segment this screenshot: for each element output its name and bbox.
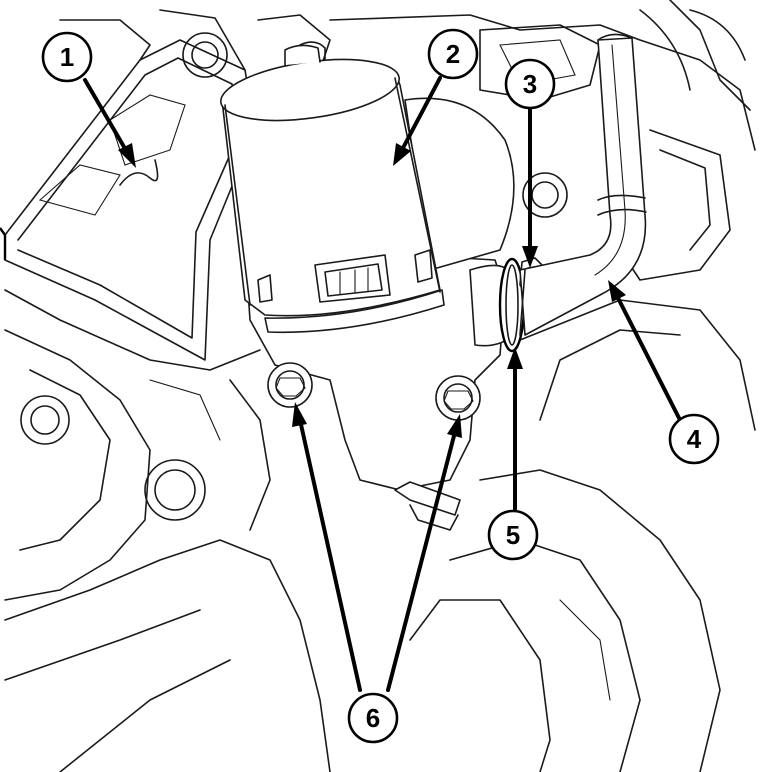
pump-assembly xyxy=(119,33,647,531)
callout-4-label: 4 xyxy=(687,424,702,454)
callout-2: 2 xyxy=(427,28,479,80)
leader-line-6a xyxy=(298,418,362,692)
callout-6: 6 xyxy=(347,692,399,744)
leader-line-1 xyxy=(83,78,129,154)
leader-line-2 xyxy=(401,76,442,150)
callout-4: 4 xyxy=(668,413,720,465)
callout-leaders xyxy=(83,76,682,692)
arrowhead-1 xyxy=(118,143,136,168)
callout-5: 5 xyxy=(487,509,539,561)
leader-line-6b xyxy=(386,430,457,692)
callout-5-label: 5 xyxy=(506,520,520,550)
arrowhead-4 xyxy=(608,280,626,302)
callout-2-label: 2 xyxy=(446,39,460,69)
leader-line-4 xyxy=(616,296,682,422)
callout-1: 1 xyxy=(41,31,93,83)
callout-3: 3 xyxy=(504,58,556,110)
callouts: 1 2 3 4 5 6 xyxy=(41,28,720,744)
callout-1-label: 1 xyxy=(60,42,74,72)
callout-6-label: 6 xyxy=(366,703,380,733)
arrowhead-2 xyxy=(393,143,411,166)
arrowhead-3 xyxy=(522,246,538,268)
arrowhead-5 xyxy=(507,347,523,369)
arrowhead-6a xyxy=(292,402,307,427)
arrowhead-6b xyxy=(447,414,462,438)
callout-3-label: 3 xyxy=(523,69,537,99)
